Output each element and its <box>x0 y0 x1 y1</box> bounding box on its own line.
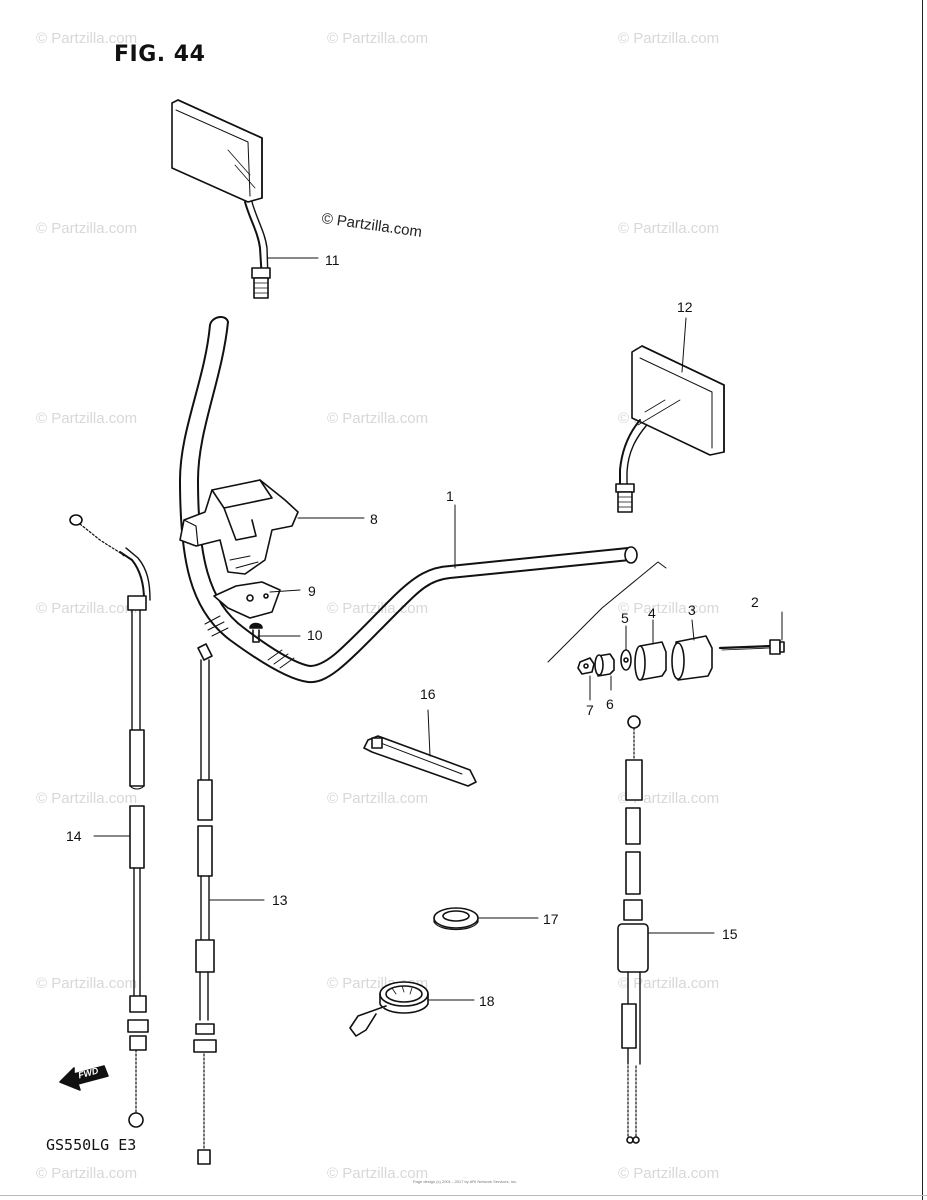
part-14-throttle-cable[interactable] <box>69 514 151 1128</box>
watermark: © Partzilla.com <box>36 220 138 237</box>
credit-line-1: ... <box>463 1174 467 1179</box>
callout-3[interactable]: 3 <box>688 602 696 618</box>
part-16-band[interactable] <box>363 735 477 787</box>
credit-line-2: Page design (c) 2001 - 2017 by ARI Netwo… <box>412 1179 518 1184</box>
watermark: © Partzilla.com <box>618 30 720 47</box>
callout-9[interactable]: 9 <box>308 583 316 599</box>
model-code: GS550LG E3 <box>46 1136 137 1154</box>
callout-13[interactable]: 13 <box>272 892 288 908</box>
callout-12[interactable]: 12 <box>677 299 693 315</box>
part-1-handlebar[interactable] <box>179 316 638 684</box>
watermark: © Partzilla.com <box>618 220 720 237</box>
page-credit: ... Page design (c) 2001 - 2017 by ARI N… <box>390 1174 540 1184</box>
part-15-clutch-cable[interactable] <box>617 715 649 1144</box>
watermark: © Partzilla.com <box>618 975 720 992</box>
part-11-left-mirror[interactable] <box>171 99 271 299</box>
callout-14[interactable]: 14 <box>66 828 82 844</box>
watermark: © Partzilla.com <box>327 410 429 427</box>
callout-10[interactable]: 10 <box>307 627 323 643</box>
callout-18[interactable]: 18 <box>479 993 495 1009</box>
part-2-bolt[interactable] <box>718 639 785 655</box>
watermark: © Partzilla.com <box>327 600 429 617</box>
part-4-balancer-weight-inner[interactable] <box>634 641 667 681</box>
watermark: © Partzilla.com <box>618 1165 720 1182</box>
part-13-throttle-cable[interactable] <box>193 643 217 1165</box>
watermark: © Partzilla.com <box>36 600 138 617</box>
part-17-grommet[interactable] <box>433 907 479 931</box>
watermark: © Partzilla.com <box>618 600 720 617</box>
part-3-balancer-weight[interactable] <box>671 635 713 681</box>
callout-8[interactable]: 8 <box>370 511 378 527</box>
forward-arrow-icon <box>59 1065 109 1091</box>
callout-16[interactable]: 16 <box>420 686 436 702</box>
callout-4[interactable]: 4 <box>648 605 656 621</box>
callout-2[interactable]: 2 <box>751 594 759 610</box>
figure-title: FIG. 44 <box>114 42 206 67</box>
watermark: © Partzilla.com <box>36 410 138 427</box>
page-border-bottom <box>0 1195 927 1196</box>
watermark: © Partzilla.com <box>327 30 429 47</box>
page-border-right <box>922 0 923 1200</box>
part-5-washer[interactable] <box>620 649 632 671</box>
watermark: © Partzilla.com <box>327 790 429 807</box>
callout-5[interactable]: 5 <box>621 610 629 626</box>
callout-11[interactable]: 11 <box>325 252 340 268</box>
watermark: © Partzilla.com <box>36 1165 138 1182</box>
part-9-bracket[interactable] <box>213 581 281 619</box>
part-18-clamp[interactable] <box>349 981 429 1037</box>
part-6-spacer[interactable] <box>594 653 615 677</box>
callout-7[interactable]: 7 <box>586 702 594 718</box>
callout-17[interactable]: 17 <box>543 911 559 927</box>
leader-lines <box>93 257 783 1001</box>
watermark: © Partzilla.com <box>36 30 138 47</box>
watermark: © Partzilla.com <box>36 975 138 992</box>
part-8-handlebar-holder[interactable] <box>179 479 299 575</box>
assembly-guide-line <box>547 561 667 663</box>
watermark: © Partzilla.com <box>618 790 720 807</box>
part-12-right-mirror[interactable] <box>615 345 725 513</box>
watermark: © Partzilla.com <box>327 1165 429 1182</box>
callout-6[interactable]: 6 <box>606 696 614 712</box>
callout-1[interactable]: 1 <box>446 488 454 504</box>
callout-15[interactable]: 15 <box>722 926 738 942</box>
part-7-nut[interactable] <box>577 657 595 675</box>
watermark: © Partzilla.com <box>36 790 138 807</box>
